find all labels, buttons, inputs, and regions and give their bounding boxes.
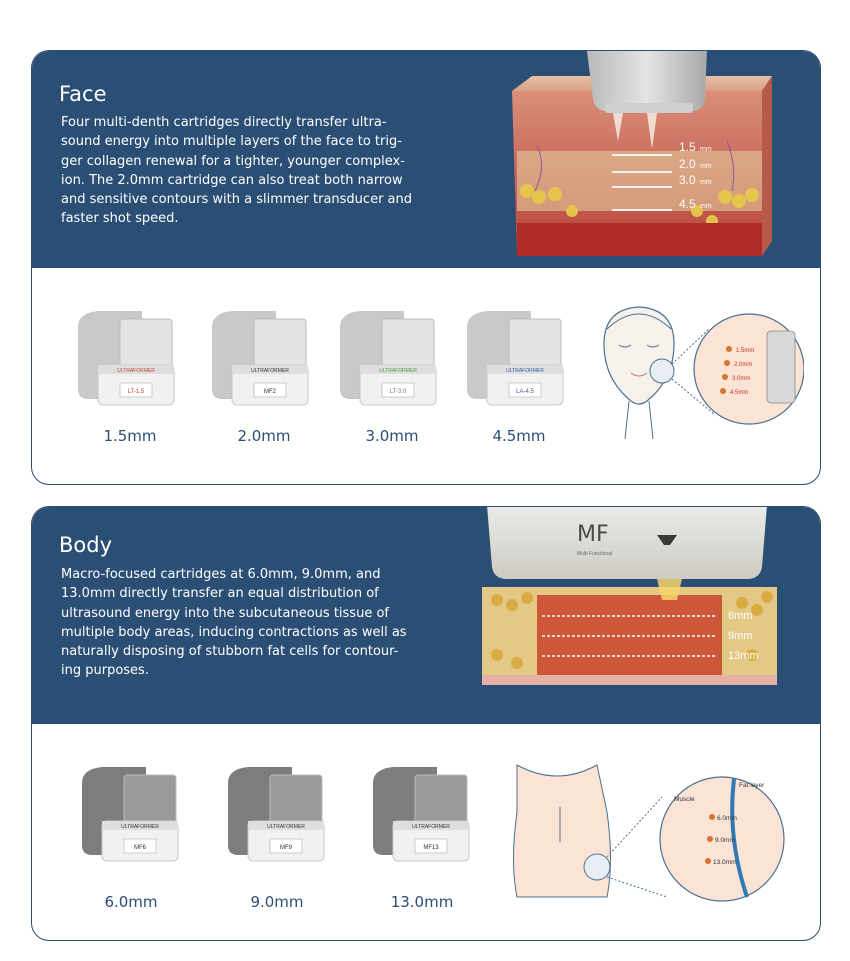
depth-label-3: 3.0: [679, 173, 696, 187]
svg-text:ULTRAFORMER: ULTRAFORMER: [267, 824, 305, 830]
face-section: Face Four multi-denth cartridges directl…: [31, 50, 821, 485]
face-cartridge-label-4: 4.5mm: [492, 427, 546, 445]
svg-text:2.0mm: 2.0mm: [734, 362, 752, 368]
svg-text:LT-1.5: LT-1.5: [128, 389, 145, 395]
svg-text:mm: mm: [700, 203, 712, 210]
face-title: Face: [59, 82, 107, 106]
svg-text:mm: mm: [700, 179, 712, 186]
face-cartridge-3: ULTRAFORMER LT-3.0: [332, 309, 440, 414]
face-description: Four multi-denth cartridges directly tra…: [61, 115, 412, 227]
svg-text:MF9: MF9: [280, 845, 293, 851]
svg-text:9.0mm: 9.0mm: [715, 837, 735, 844]
svg-text:LT-3.0: LT-3.0: [390, 389, 407, 395]
svg-text:13.0mm: 13.0mm: [713, 859, 736, 866]
svg-text:mm: mm: [700, 163, 712, 170]
depth-label-4: 4.5: [679, 197, 696, 211]
face-banner: Face Four multi-denth cartridges directl…: [32, 51, 820, 268]
body-diagram: Fat layer Muscle 6.0mm 9.0mm 13.0mm: [513, 764, 785, 902]
body-cartridge-1: ULTRAFORMER MF6: [74, 765, 182, 870]
depth-label-1: 1.5: [679, 140, 696, 154]
face-cartridge-label-2: 2.0mm: [237, 427, 291, 445]
device-logo: MF: [577, 522, 609, 547]
svg-text:LA-4.5: LA-4.5: [516, 389, 534, 395]
svg-text:ULTRAFORMER: ULTRAFORMER: [117, 368, 155, 374]
face-cartridge-2: ULTRAFORMER MF2: [204, 309, 312, 414]
svg-text:3.0mm: 3.0mm: [732, 376, 750, 382]
svg-text:13mm: 13mm: [728, 650, 759, 662]
fat-layers-illustration: MF Multi Functional 6mm 9mm 13mm: [482, 507, 777, 685]
body-cartridge-label-1: 6.0mm: [104, 893, 158, 911]
svg-text:6mm: 6mm: [728, 610, 752, 622]
svg-text:MF13: MF13: [423, 845, 439, 851]
svg-text:ULTRAFORMER: ULTRAFORMER: [121, 824, 159, 830]
svg-text:ULTRAFORMER: ULTRAFORMER: [251, 368, 289, 374]
svg-text:mm: mm: [700, 146, 712, 153]
body-cartridge-label-3: 13.0mm: [390, 893, 454, 911]
svg-text:4.5mm: 4.5mm: [730, 390, 748, 396]
face-cartridge-4: ULTRAFORMER LA-4.5: [459, 309, 567, 414]
svg-text:MF6: MF6: [134, 845, 147, 851]
svg-text:MF2: MF2: [264, 389, 277, 395]
face-diagram: 1.5mm 2.0mm 3.0mm 4.5mm: [603, 306, 804, 439]
body-banner: Body Macro-focused cartridges at 6.0mm, …: [32, 507, 820, 724]
svg-text:ULTRAFORMER: ULTRAFORMER: [506, 368, 544, 374]
svg-text:1.5mm: 1.5mm: [736, 348, 754, 354]
body-title: Body: [59, 533, 113, 557]
svg-text:9mm: 9mm: [728, 630, 752, 642]
depth-label-2: 2.0: [679, 157, 696, 171]
svg-text:Multi Functional: Multi Functional: [577, 551, 612, 557]
svg-text:6.0mm: 6.0mm: [717, 815, 737, 822]
body-cartridge-label-2: 9.0mm: [250, 893, 304, 911]
svg-text:Muscle: Muscle: [674, 796, 695, 803]
svg-text:ULTRAFORMER: ULTRAFORMER: [379, 368, 417, 374]
skin-layers-illustration: 1.5 2.0 3.0 4.5 mm mm mm mm: [512, 51, 772, 256]
face-cartridge-1: ULTRAFORMER LT-1.5: [70, 309, 178, 414]
body-section: Body Macro-focused cartridges at 6.0mm, …: [31, 506, 821, 941]
svg-text:ULTRAFORMER: ULTRAFORMER: [412, 824, 450, 830]
body-cartridge-3: ULTRAFORMER MF13: [365, 765, 473, 870]
face-cartridge-label-3: 3.0mm: [365, 427, 419, 445]
svg-text:Fat layer: Fat layer: [739, 782, 765, 789]
body-description: Macro-focused cartridges at 6.0mm, 9.0mm…: [61, 567, 407, 679]
face-cartridge-label-1: 1.5mm: [103, 427, 157, 445]
body-cartridge-2: ULTRAFORMER MF9: [220, 765, 328, 870]
